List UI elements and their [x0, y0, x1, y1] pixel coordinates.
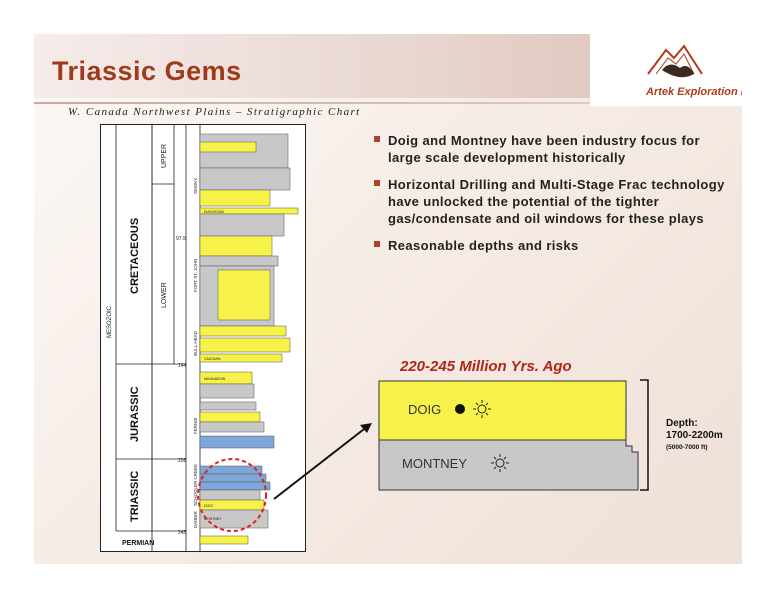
company-name: Artek Exploration Ltd.	[646, 86, 742, 98]
formation-label: DUNVEGAN	[204, 210, 224, 214]
depth-title: Depth:	[666, 418, 698, 429]
bullet-item: Reasonable depths and risks	[372, 237, 732, 254]
highlight-circle	[197, 458, 267, 532]
doig-layer	[378, 380, 627, 441]
formation-label: MONTNEY	[204, 517, 222, 521]
period-label: PERMIAN	[122, 540, 154, 547]
age-tick: 245	[178, 530, 187, 536]
mountain-bear-icon	[647, 44, 703, 78]
bullet-item: Doig and Montney have been industry focu…	[372, 132, 732, 166]
callout-arrow	[273, 379, 649, 500]
gas-sun-icon	[491, 454, 509, 472]
formation-label: DOIG	[204, 504, 213, 508]
group-label: FORT ST. JOHN	[193, 259, 198, 292]
slide: Triassic Gems Artek Exploration Ltd. W. …	[34, 34, 742, 564]
chart-subtitle: W. Canada Northwest Plains – Stratigraph…	[68, 106, 361, 118]
age-tick: 144	[178, 363, 187, 369]
era-label: MESOZOIC	[107, 305, 113, 338]
title-divider	[34, 102, 742, 104]
montney-layer	[378, 439, 639, 491]
group-label: BULL HEAD	[193, 330, 198, 356]
formation-label: CADOMIN	[204, 357, 221, 361]
doig-label: DOIG	[408, 402, 441, 417]
gas-sun-icon	[473, 400, 491, 418]
epoch-label: UPPER	[161, 144, 168, 168]
age-tick: 97.5	[176, 236, 186, 242]
group-label: DAIBER	[193, 510, 198, 528]
group-label: FERNIE	[193, 417, 198, 434]
depth-range: 1700-2200m	[666, 430, 723, 441]
depth-imperial: (5000-7000 ft)	[666, 444, 708, 451]
group-label: SMOKY	[193, 178, 198, 194]
formation-inset: DOIG MONTNEY	[378, 380, 639, 491]
period-label: CRETACEOUS	[129, 218, 141, 294]
period-label: JURASSIC	[129, 386, 141, 442]
age-tick: 208	[178, 458, 187, 464]
bullet-item: Horizontal Drilling and Multi-Stage Frac…	[372, 176, 732, 227]
company-logo: Artek Exploration Ltd.	[590, 34, 742, 106]
depth-label: Depth: 1700-2200m (5000-7000 ft)	[666, 418, 723, 454]
period-label: TRIASSIC	[129, 471, 141, 522]
group-label: SCHOOLER CREEK	[193, 464, 198, 506]
formation-label: NIKANASSIN	[204, 377, 226, 381]
stratigraphic-chart: MESOZOIC CRETACEOUS JURASSIC TRIASSIC PE…	[100, 124, 306, 552]
age-heading: 220-245 Million Yrs. Ago	[400, 358, 572, 375]
depth-bracket	[640, 379, 649, 491]
bullet-list: Doig and Montney have been industry focu…	[372, 132, 732, 264]
epoch-label: LOWER	[161, 282, 168, 308]
montney-label: MONTNEY	[402, 456, 467, 471]
oil-dot-icon	[455, 404, 465, 414]
page-title: Triassic Gems	[52, 56, 242, 86]
